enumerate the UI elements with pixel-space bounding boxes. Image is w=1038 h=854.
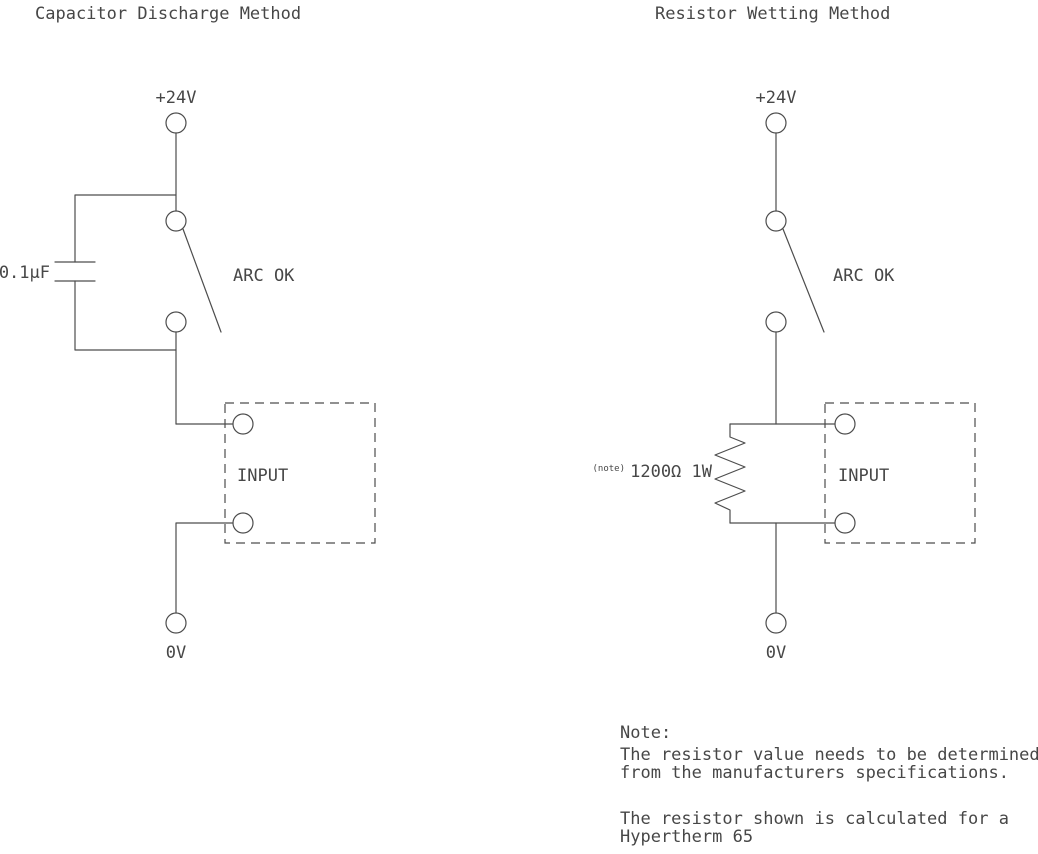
left-input-top-terminal — [232, 413, 254, 435]
right-input-top-terminal — [834, 413, 856, 435]
right-switch-top-contact — [765, 210, 787, 232]
left-capacitor-bottom-branch-wire — [74, 280, 177, 351]
left-switch-label: ARC OK — [233, 266, 295, 286]
note-line-4: Hypertherm 65 — [620, 827, 753, 847]
left-switch-bottom-contact — [165, 311, 187, 333]
note-heading: Note: — [620, 723, 671, 743]
note-line-2: from the manufacturers specifications. — [620, 763, 1009, 783]
right-ground-label: 0V — [766, 643, 786, 663]
left-input-box — [224, 402, 376, 544]
note-line-3: The resistor shown is calculated for a — [620, 809, 1009, 829]
note-block: Note: The resistor value needs to be det… — [620, 723, 1038, 847]
left-circuit-title: Capacitor Discharge Method — [35, 4, 301, 24]
left-capacitor-label: 0.1µF — [0, 263, 50, 283]
left-wire-input-to-ground — [175, 522, 234, 614]
left-input-bottom-terminal — [232, 512, 254, 534]
left-switch-top-contact — [165, 210, 187, 232]
left-ground-terminal — [165, 612, 187, 634]
left-input-label: INPUT — [237, 466, 288, 486]
left-switch-blade — [182, 228, 222, 333]
right-input-box — [824, 402, 976, 544]
right-switch-bottom-contact — [765, 311, 787, 333]
right-switch-label: ARC OK — [833, 266, 895, 286]
note-line-1: The resistor value needs to be determine… — [620, 745, 1038, 765]
left-capacitor-top-branch-wire — [74, 194, 177, 263]
right-input-label: INPUT — [838, 466, 889, 486]
right-resistor-note-marker: (note) — [592, 464, 625, 474]
left-circuit: Capacitor Discharge Method +24V ARC OK 0… — [0, 4, 376, 663]
right-supply-terminal — [765, 112, 787, 134]
right-resistor-label: 1200Ω 1W — [630, 462, 713, 482]
left-ground-label: 0V — [166, 643, 186, 663]
right-circuit: Resistor Wetting Method +24V ARC OK (not… — [592, 4, 976, 663]
right-ground-terminal — [765, 612, 787, 634]
right-circuit-title: Resistor Wetting Method — [655, 4, 890, 24]
right-switch-blade — [782, 228, 825, 333]
right-resistor-symbol — [714, 423, 746, 524]
left-supply-terminal — [165, 112, 187, 134]
left-supply-label: +24V — [156, 88, 197, 108]
right-input-bottom-terminal — [834, 512, 856, 534]
right-supply-label: +24V — [756, 88, 797, 108]
